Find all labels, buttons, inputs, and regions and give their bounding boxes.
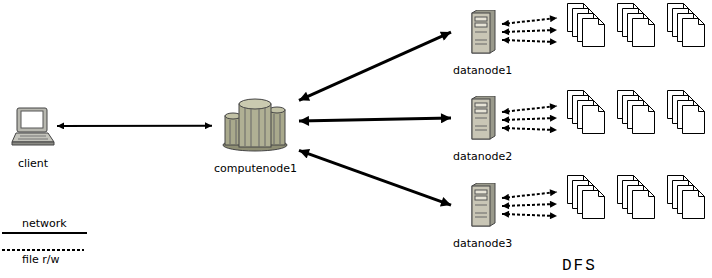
node-label: datanode3 <box>453 237 512 250</box>
network-link <box>299 32 451 100</box>
file-rw-arrows <box>502 18 557 216</box>
server-tower-icon <box>469 96 497 140</box>
legend-label: file r/w <box>22 253 59 266</box>
node-label: datanode1 <box>453 64 512 77</box>
node-label: client <box>18 157 48 170</box>
legend-label: network <box>22 217 67 230</box>
server-node: datanode3 <box>453 183 512 250</box>
laptop-node: client <box>11 107 55 170</box>
legend-samples <box>2 233 87 250</box>
storage-label: DFS <box>562 257 597 275</box>
cluster-node: computenode1 <box>214 98 297 175</box>
server-tower-icon <box>469 183 497 227</box>
compute-cluster-icon <box>221 98 289 152</box>
server-tower-icon <box>469 10 497 54</box>
laptop-icon <box>11 107 55 147</box>
network-link <box>57 125 212 127</box>
node-label: datanode2 <box>453 150 512 163</box>
node-label: computenode1 <box>214 162 297 175</box>
server-node: datanode1 <box>453 10 512 77</box>
server-node: datanode2 <box>453 96 512 163</box>
network-link <box>299 150 451 205</box>
network-link <box>299 118 451 121</box>
file-stacks <box>568 4 705 219</box>
